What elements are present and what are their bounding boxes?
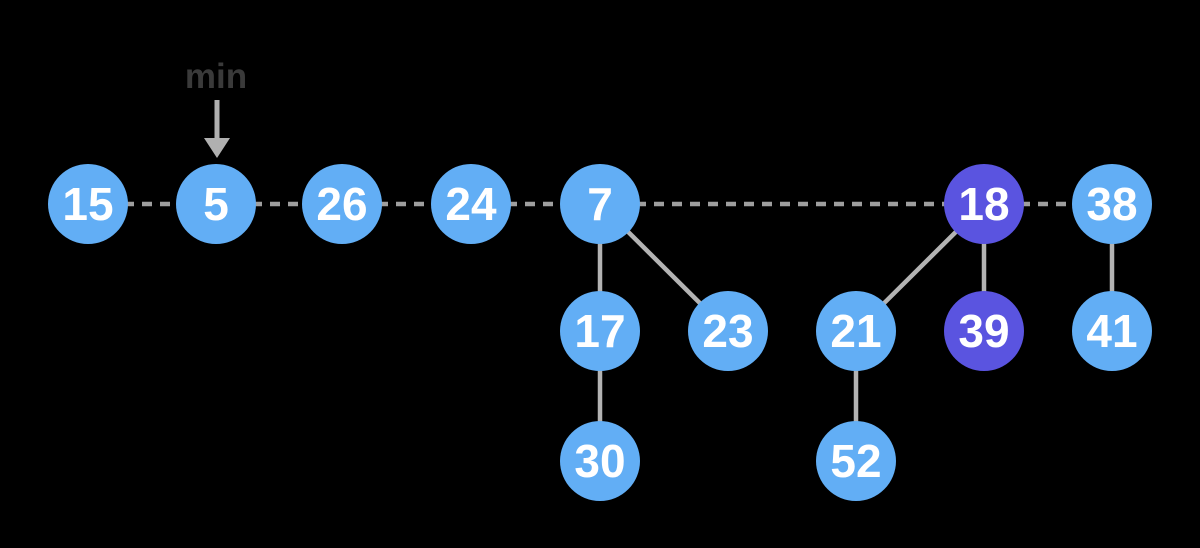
min-arrow-icon xyxy=(204,138,230,158)
heap-node-label-38: 38 xyxy=(1086,178,1137,230)
heap-node-label-52: 52 xyxy=(830,435,881,487)
heap-node-7 xyxy=(560,164,640,244)
heap-node-label-41: 41 xyxy=(1086,305,1137,357)
heap-node-5 xyxy=(176,164,256,244)
heap-node-label-15: 15 xyxy=(62,178,113,230)
heap-node-label-23: 23 xyxy=(702,305,753,357)
heap-node-label-39: 39 xyxy=(958,305,1009,357)
heap-node-52 xyxy=(816,421,896,501)
heap-node-26 xyxy=(302,164,382,244)
heap-node-15 xyxy=(48,164,128,244)
heap-node-24 xyxy=(431,164,511,244)
heap-node-label-7: 7 xyxy=(587,178,613,230)
heap-node-label-30: 30 xyxy=(574,435,625,487)
min-label: min xyxy=(185,57,247,96)
heap-node-41 xyxy=(1072,291,1152,371)
heap-node-38 xyxy=(1072,164,1152,244)
heap-node-label-5: 5 xyxy=(203,178,229,230)
heap-node-18 xyxy=(944,164,1024,244)
heap-node-label-17: 17 xyxy=(574,305,625,357)
heap-node-30 xyxy=(560,421,640,501)
heap-node-39 xyxy=(944,291,1024,371)
heap-node-label-24: 24 xyxy=(445,178,497,230)
heap-node-label-18: 18 xyxy=(958,178,1009,230)
heap-node-23 xyxy=(688,291,768,371)
heap-node-label-21: 21 xyxy=(830,305,881,357)
heap-node-17 xyxy=(560,291,640,371)
heap-node-21 xyxy=(816,291,896,371)
heap-node-label-26: 26 xyxy=(316,178,367,230)
